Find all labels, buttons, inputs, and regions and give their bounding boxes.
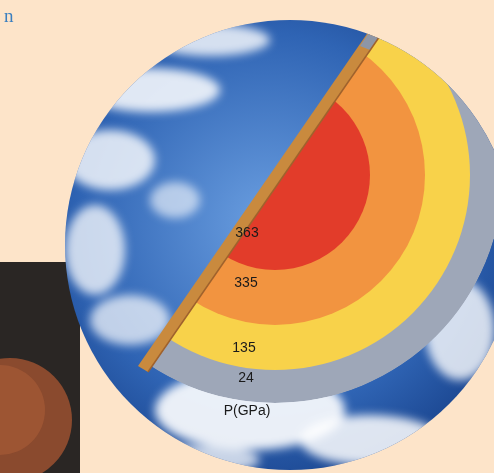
cut-side-face — [138, 28, 382, 372]
cloud — [65, 130, 155, 190]
pressure-value: 363 — [235, 225, 258, 240]
pressure-value: 24 — [238, 370, 254, 385]
cloud — [80, 68, 220, 112]
pressure-value: 335 — [234, 275, 257, 290]
cloud — [140, 446, 260, 473]
cut-edge — [148, 33, 382, 372]
unit-label: P(GPa) — [224, 403, 271, 418]
cloud — [65, 205, 125, 295]
crust-layer — [47, 0, 494, 403]
cloud — [150, 182, 200, 218]
cloud — [300, 415, 440, 465]
pressure-value: 135 — [232, 340, 255, 355]
cloud — [150, 24, 270, 56]
planet-photo — [0, 358, 72, 473]
heading-fragment: n — [4, 6, 14, 27]
planet-photo — [0, 365, 45, 455]
